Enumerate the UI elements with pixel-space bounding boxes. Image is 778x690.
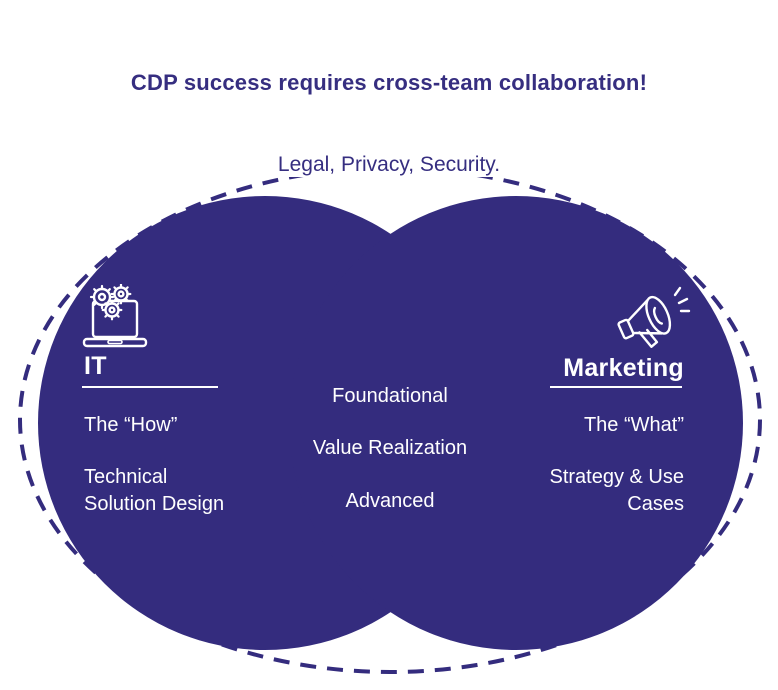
marketing-circle (289, 196, 743, 650)
outer-ellipse-label: Legal, Privacy, Security. (263, 153, 515, 177)
overlap-item-value-realization: Value Realization (312, 437, 468, 459)
it-line1: The “How” (84, 414, 178, 436)
overlap-item-foundational: Foundational (332, 385, 448, 407)
it-line2: Technical Solution Design (84, 466, 225, 515)
page-title: CDP success requires cross-team collabor… (130, 70, 648, 95)
outer-dashed-ellipse (18, 166, 762, 674)
overlap-item-advanced: Advanced (345, 490, 435, 512)
marketing-heading: Marketing (563, 354, 684, 382)
it-heading-underline (82, 386, 218, 388)
megaphone-icon (608, 282, 692, 363)
it-heading: IT (84, 352, 107, 380)
marketing-line2: Strategy & Use Cases (549, 466, 684, 515)
marketing-heading-underline (550, 386, 682, 388)
laptop-gears-icon (80, 283, 150, 359)
marketing-line1: The “What” (583, 414, 684, 436)
